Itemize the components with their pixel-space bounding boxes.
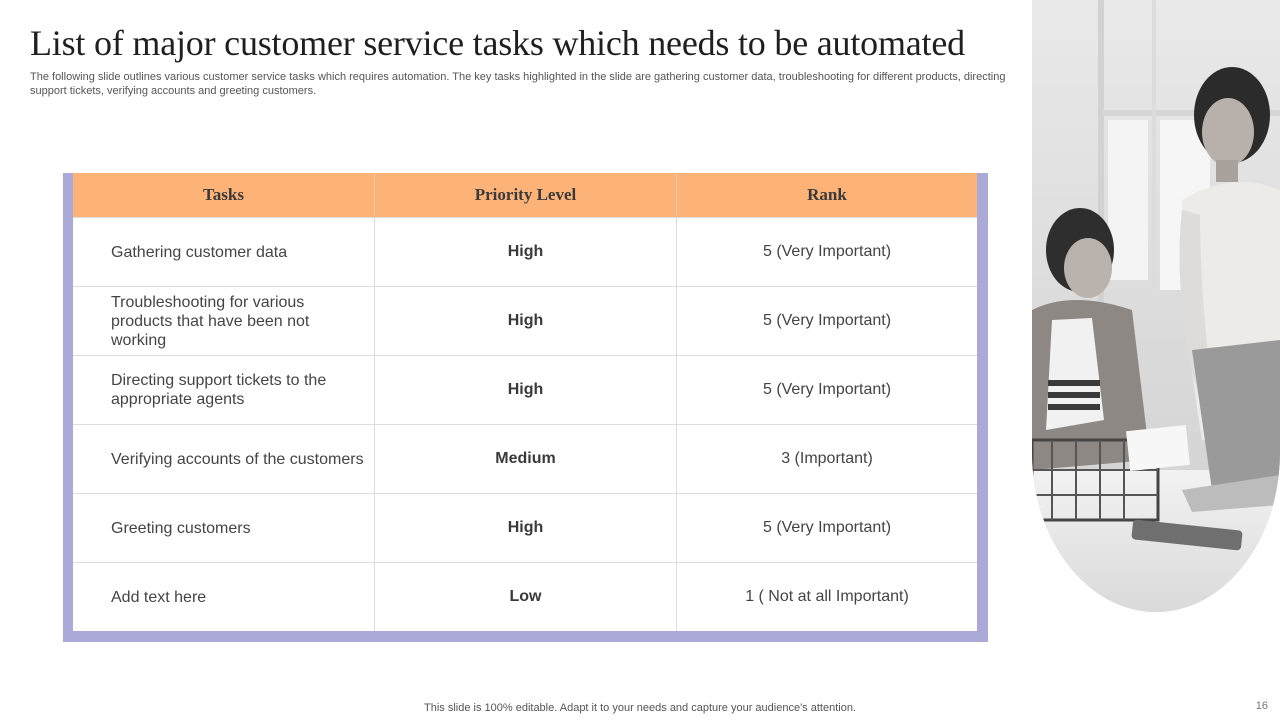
priority-cell: High [374, 355, 677, 425]
table-row: Greeting customers High 5 (Very Importan… [73, 493, 977, 563]
table-row: Directing support tickets to the appropr… [73, 355, 977, 425]
rank-cell: 1 ( Not at all Important) [676, 562, 977, 631]
header-priority-level: Priority Level [374, 173, 677, 218]
tasks-table: Tasks Priority Level Rank Gathering cust… [73, 173, 977, 631]
rank-cell: 5 (Very Important) [676, 493, 977, 563]
priority-cell: High [374, 286, 677, 356]
slide-title: List of major customer service tasks whi… [30, 23, 965, 63]
table-row: Add text here Low 1 ( Not at all Importa… [73, 562, 977, 631]
table-row: Gathering customer data High 5 (Very Imp… [73, 217, 977, 287]
task-cell: Troubleshooting for various products tha… [73, 286, 375, 356]
table-row: Verifying accounts of the customers Medi… [73, 424, 977, 494]
rank-cell: 5 (Very Important) [676, 217, 977, 287]
priority-cell: Low [374, 562, 677, 631]
table-header-row: Tasks Priority Level Rank [73, 173, 977, 218]
task-cell: Gathering customer data [73, 217, 375, 287]
task-cell: Directing support tickets to the appropr… [73, 355, 375, 425]
priority-cell: High [374, 217, 677, 287]
slide-footer: This slide is 100% editable. Adapt it to… [424, 702, 856, 714]
rank-cell: 5 (Very Important) [676, 355, 977, 425]
office-workers-photo [1032, 0, 1280, 612]
header-rank: Rank [676, 173, 977, 218]
header-tasks: Tasks [73, 173, 375, 218]
task-cell: Verifying accounts of the customers [73, 424, 375, 494]
task-cell: Greeting customers [73, 493, 375, 563]
photo-illustration [1032, 0, 1280, 612]
rank-cell: 3 (Important) [676, 424, 977, 494]
slide-subtitle: The following slide outlines various cus… [30, 71, 1006, 97]
rank-cell: 5 (Very Important) [676, 286, 977, 356]
page-number: 16 [1255, 700, 1268, 712]
table-row: Troubleshooting for various products tha… [73, 286, 977, 356]
priority-cell: Medium [374, 424, 677, 494]
priority-cell: High [374, 493, 677, 563]
task-cell: Add text here [73, 562, 375, 631]
